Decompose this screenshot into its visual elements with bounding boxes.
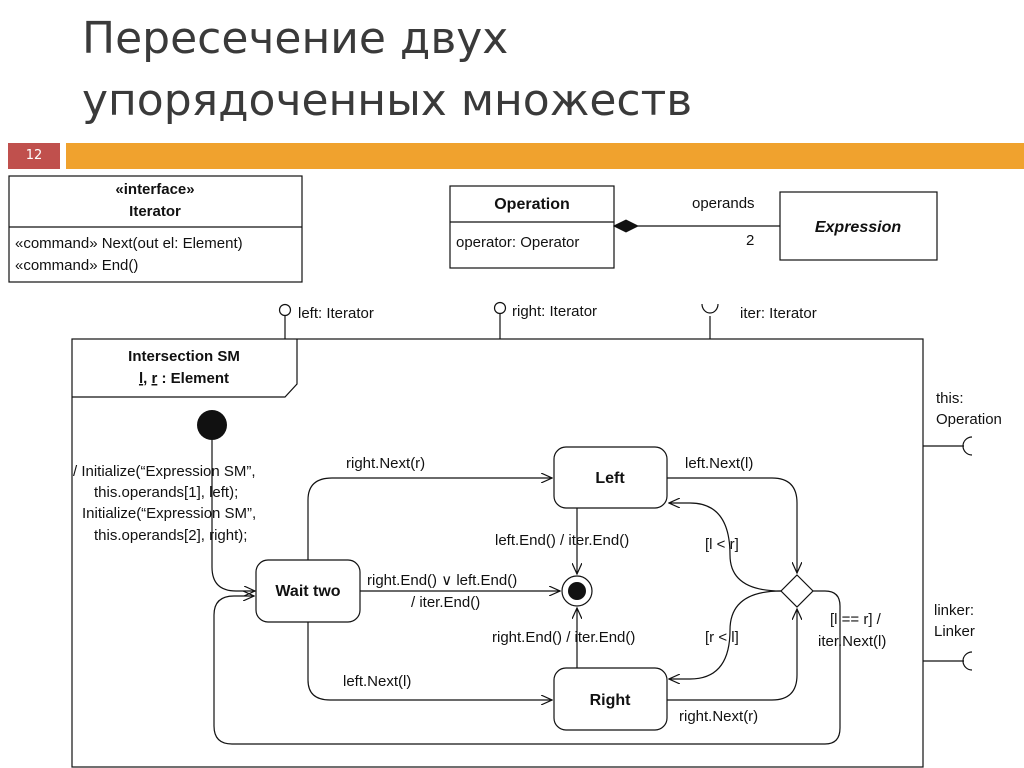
label-guard-r-lt-l: [r < l]: [705, 629, 739, 646]
title-line-1: Пересечение двух: [82, 13, 509, 64]
init-label-3: Initialize(“Expression SM”,: [82, 505, 256, 522]
composition-diamond: [612, 219, 640, 233]
label-left-next-l-bottom: left.Next(l): [343, 673, 411, 690]
label-guard-eq-1: [l == r] /: [830, 611, 882, 628]
port-this-operation: this: Operation: [923, 390, 1002, 456]
accent-bar: [66, 143, 1024, 169]
title-line-2: упорядоченных множеств: [82, 75, 693, 126]
transition-wait-to-final: right.End() ∨ left.End() / iter.End(): [360, 572, 560, 611]
label-either-end-1: right.End() ∨ left.End(): [367, 572, 517, 589]
final-state: [561, 575, 593, 607]
sm-param-r: r: [151, 370, 157, 387]
port-linker-label-1: linker:: [934, 602, 974, 619]
port-this-label-1: this:: [936, 390, 964, 407]
initial-pseudostate: / Initialize(“Expression SM”, this.opera…: [73, 410, 256, 591]
iterator-op-end: «command» End(): [15, 257, 138, 274]
iterator-name: Iterator: [129, 203, 181, 220]
state-machine-frame: Intersection SM l, r : Element: [71, 338, 924, 768]
sm-param-type: : Element: [157, 370, 229, 387]
transition-guard-l-lt-r: [l < r]: [669, 503, 782, 592]
label-guard-l-lt-r: [l < r]: [705, 536, 739, 553]
init-label-1: / Initialize(“Expression SM”,: [73, 463, 256, 480]
port-iter-label: iter: Iterator: [740, 305, 817, 322]
state-left-label: Left: [595, 470, 625, 487]
sm-param-l: l: [139, 370, 143, 387]
label-guard-eq-2: iter.Next(l): [818, 633, 886, 650]
assoc-role-operands: operands: [692, 195, 755, 212]
choice-diamond: [780, 574, 814, 608]
operation-attribute: operator: Operator: [456, 234, 579, 251]
init-label-2: this.operands[1], left);: [94, 484, 238, 501]
label-right-next-r-top: right.Next(r): [346, 455, 425, 472]
label-right-end: right.End() / iter.End(): [492, 629, 635, 646]
state-right-label: Right: [590, 692, 632, 709]
slide-number: 12: [8, 143, 60, 169]
label-either-end-2: / iter.End(): [411, 594, 480, 611]
label-left-next-l-top: left.Next(l): [685, 455, 753, 472]
label-left-end: left.End() / iter.End(): [495, 532, 629, 549]
frame-name-tab: [72, 339, 298, 398]
transition-wait-to-right: left.Next(l): [307, 622, 552, 700]
transition-guard-r-lt-l: [r < l]: [669, 590, 782, 679]
state-right: Right: [553, 667, 668, 731]
port-left-label: left: Iterator: [298, 305, 374, 322]
sm-name: Intersection SM: [128, 348, 240, 365]
port-linker: linker: Linker: [923, 602, 975, 671]
label-right-next-r-bottom: right.Next(r): [679, 708, 758, 725]
iterator-class-box: «interface» Iterator «command» Next(out …: [8, 175, 303, 283]
port-left-iterator: left: Iterator: [278, 303, 374, 339]
assoc-multiplicity: 2: [746, 232, 754, 249]
expression-name: Expression: [815, 219, 901, 236]
iterator-stereotype: «interface»: [115, 181, 194, 198]
state-left: Left: [553, 446, 668, 509]
transition-left-end: left.End() / iter.End(): [495, 508, 629, 574]
port-linker-label-2: Linker: [934, 623, 975, 640]
slide-title: Пересечение двух упорядоченных множеств: [82, 8, 1002, 132]
transition-right-to-choice: right.Next(r): [667, 609, 797, 725]
transition-guard-equal: [l == r] / iter.Next(l): [213, 590, 886, 745]
transition-wait-to-left: right.Next(r): [307, 455, 552, 560]
port-this-label-2: Operation: [936, 411, 1002, 428]
sm-param-sep: ,: [143, 370, 151, 387]
sm-params: l, r : Element: [139, 370, 229, 387]
composition-association: operands 2: [612, 195, 780, 249]
iterator-op-next: «command» Next(out el: Element): [15, 235, 243, 252]
port-iter-iterator: iter: Iterator: [701, 303, 817, 339]
init-label-4: this.operands[2], right);: [94, 527, 247, 544]
state-wait-label: Wait two: [275, 583, 340, 600]
port-right-iterator: right: Iterator: [493, 301, 597, 339]
port-right-label: right: Iterator: [512, 303, 597, 320]
state-wait-two: Wait two: [255, 559, 361, 623]
operation-name: Operation: [494, 196, 570, 213]
operation-class-box: Operation operator: Operator: [449, 185, 615, 269]
transition-right-end: right.End() / iter.End(): [492, 608, 635, 668]
expression-class-box: Expression: [779, 191, 938, 261]
transition-left-to-choice: left.Next(l): [667, 455, 797, 573]
